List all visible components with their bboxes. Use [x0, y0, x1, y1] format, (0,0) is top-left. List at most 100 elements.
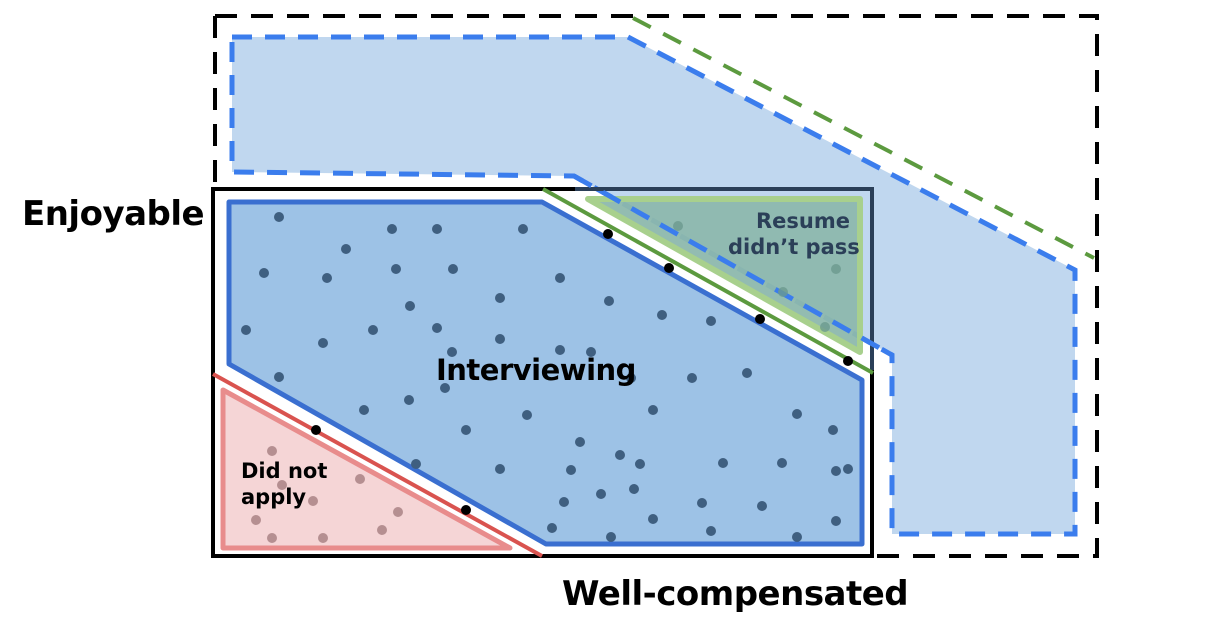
candidate-dot — [322, 273, 332, 283]
outer-possible-region — [229, 34, 1078, 537]
candidate-dot — [742, 368, 752, 378]
candidate-dot — [831, 516, 841, 526]
solid-black-box — [211, 187, 874, 558]
boundary-dot — [843, 356, 853, 366]
navy-box-border — [575, 187, 874, 370]
candidate-dot — [387, 224, 397, 234]
did-not-apply-label-line-2: apply — [241, 485, 307, 510]
boundary-dot — [755, 314, 765, 324]
resume-dot — [831, 264, 841, 274]
resume-label-line-2: didn’t pass — [728, 235, 860, 260]
candidate-dot — [596, 489, 606, 499]
candidate-dot — [706, 316, 716, 326]
candidate-dot — [522, 410, 532, 420]
did-not-apply-dot — [355, 474, 365, 484]
candidate-dot — [368, 325, 378, 335]
candidate-dot — [404, 395, 414, 405]
candidate-dot — [274, 372, 284, 382]
x-axis-label: Well-compensated — [562, 574, 909, 614]
candidate-dot — [391, 264, 401, 274]
resume-didnt-pass-label: Resume didn’t pass — [728, 208, 860, 261]
candidate-dot — [566, 465, 576, 475]
candidate-dot — [697, 498, 707, 508]
candidate-dot — [606, 532, 616, 542]
candidate-dot — [432, 224, 442, 234]
resume-dot — [673, 221, 683, 231]
candidate-dot — [757, 501, 767, 511]
candidate-dot — [586, 347, 596, 357]
candidate-dot — [635, 459, 645, 469]
candidate-dot — [629, 484, 639, 494]
candidate-dot — [555, 273, 565, 283]
resume-dot — [778, 287, 788, 297]
boundary-dot — [603, 229, 613, 239]
did-not-apply-region — [220, 387, 513, 551]
did-not-apply-label: Did not apply — [241, 458, 327, 511]
boundary-dot — [311, 425, 321, 435]
candidate-dot — [341, 244, 351, 254]
did-not-apply-dot — [393, 507, 403, 517]
candidate-dot — [792, 532, 802, 542]
did-not-apply-dot — [277, 480, 287, 490]
candidate-dot — [615, 450, 625, 460]
candidate-dot — [777, 458, 787, 468]
interviewing-label: Interviewing — [436, 353, 636, 387]
candidate-dot — [559, 497, 569, 507]
candidate-dot — [405, 301, 415, 311]
outer-region-dashed-edge — [572, 173, 894, 358]
candidate-dot — [495, 334, 505, 344]
candidate-dot — [843, 464, 853, 474]
candidate-dot — [461, 425, 471, 435]
candidate-dot — [575, 437, 585, 447]
candidate-dot — [518, 224, 528, 234]
candidate-dot — [831, 466, 841, 476]
candidate-dot — [318, 338, 328, 348]
resume-didnt-pass-dots — [673, 221, 841, 332]
candidate-dot — [555, 345, 565, 355]
boundary-dot — [461, 505, 471, 515]
boundary-dots — [311, 229, 853, 515]
candidate-dot — [495, 293, 505, 303]
candidate-dot — [547, 523, 557, 533]
candidate-dot — [687, 373, 697, 383]
did-not-apply-label-line-1: Did not — [241, 459, 328, 483]
candidate-dot — [411, 459, 421, 469]
did-not-apply-dot — [267, 446, 277, 456]
candidate-dot — [718, 458, 728, 468]
candidate-dot — [792, 409, 802, 419]
green-dashed-boundary — [632, 16, 1095, 260]
did-not-apply-dot — [267, 533, 277, 543]
candidate-dot — [440, 383, 450, 393]
candidate-dot — [432, 323, 442, 333]
candidate-dot — [604, 296, 614, 306]
red-boundary-line — [212, 372, 543, 558]
did-not-apply-dot — [251, 515, 261, 525]
candidate-dot — [448, 264, 458, 274]
did-not-apply-dots — [251, 446, 403, 543]
did-not-apply-dot — [318, 533, 328, 543]
candidate-dot — [447, 347, 457, 357]
resume-label-line-1: Resume — [756, 209, 850, 233]
resume-dot — [820, 322, 830, 332]
green-boundary-line — [542, 187, 874, 375]
candidate-dot — [828, 425, 838, 435]
did-not-apply-dot — [308, 496, 318, 506]
candidate-dot — [648, 405, 658, 415]
candidate-dot — [648, 514, 658, 524]
boundary-dot — [664, 263, 674, 273]
candidate-dot — [495, 464, 505, 474]
candidate-dot — [706, 526, 716, 536]
candidate-dot — [359, 405, 369, 415]
outer-dashed-box — [215, 14, 1099, 558]
candidate-dot — [657, 310, 667, 320]
resume-didnt-pass-region — [585, 196, 863, 355]
did-not-apply-dot — [377, 525, 387, 535]
candidate-dot — [241, 325, 251, 335]
candidate-dot — [626, 373, 636, 383]
candidate-dot — [274, 212, 284, 222]
candidate-dot — [259, 268, 269, 278]
interviewing-region — [226, 199, 865, 547]
interviewing-dots — [241, 212, 853, 542]
y-axis-label: Enjoyable — [22, 194, 205, 234]
